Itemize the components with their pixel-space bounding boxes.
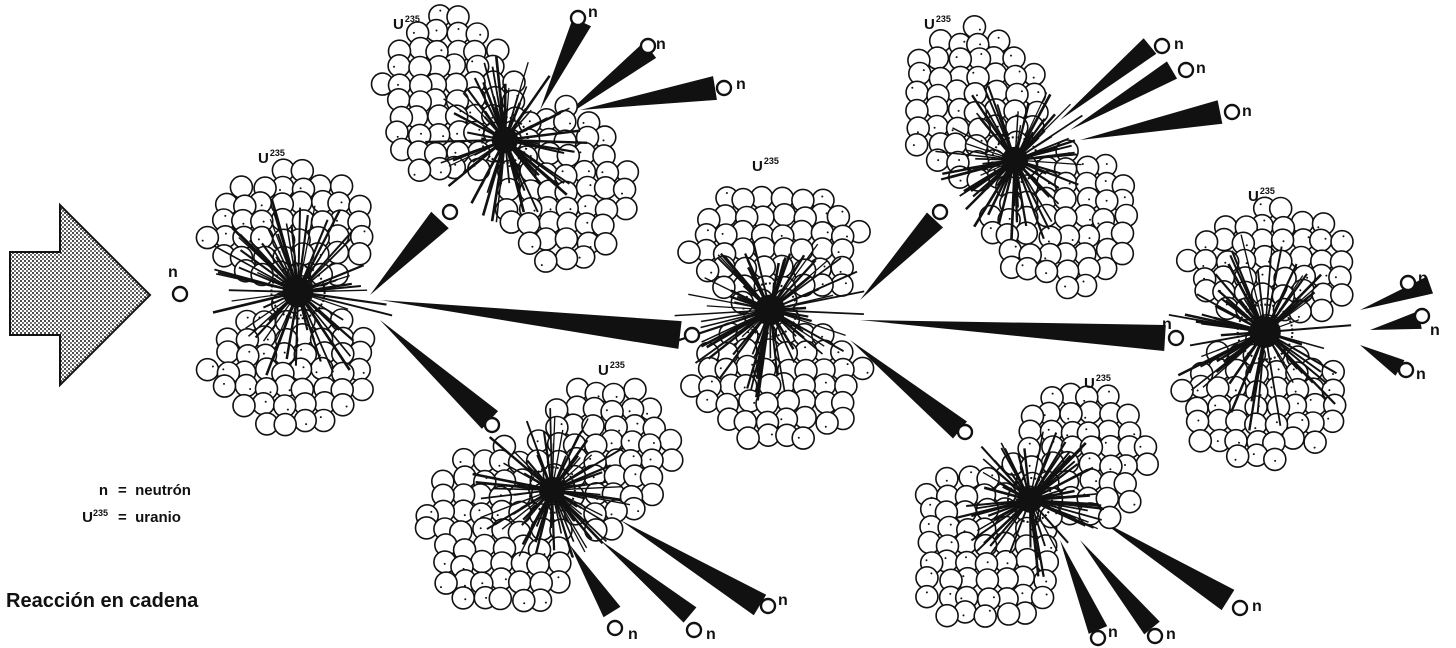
neutron-label-b2: n xyxy=(1196,60,1206,78)
neutron-up-2 xyxy=(933,205,947,219)
legend-neutron-text: neutrón xyxy=(135,482,191,499)
legend-equals: = xyxy=(118,482,127,499)
legend-row-neutron: n = neutrón xyxy=(78,480,191,502)
legend-neutron-symbol: n xyxy=(78,480,108,502)
uranium-label-4: U235 xyxy=(924,14,951,33)
neutron-c2 xyxy=(1415,309,1429,323)
neutron-label-incoming: n xyxy=(168,264,178,282)
neutron-label-d2: n xyxy=(706,626,716,644)
uranium-label-2: U235 xyxy=(258,148,285,167)
neutron-label-e1: n xyxy=(1108,624,1118,642)
neutron-label-a3: n xyxy=(736,76,746,94)
uranium-label-7: U235 xyxy=(1084,373,1111,392)
neutron-label-a2: n xyxy=(656,36,666,54)
neutron-center-in xyxy=(685,328,699,342)
neutron-label-c2: n xyxy=(1430,322,1440,340)
legend-uranium-symbol: U235 xyxy=(78,502,108,529)
trail-d3 xyxy=(620,520,766,615)
trail-main-1 xyxy=(380,300,682,349)
neutron-e1 xyxy=(1091,631,1105,645)
neutron-label-b1: n xyxy=(1174,36,1184,54)
uranium-label-6: U235 xyxy=(598,360,625,379)
neutron-down-2 xyxy=(958,425,972,439)
trail-down-1 xyxy=(380,320,498,429)
legend-equals: = xyxy=(118,509,127,526)
trail-b3 xyxy=(1080,100,1222,140)
neutron-label-c3: n xyxy=(1416,366,1426,384)
neutron-b3 xyxy=(1225,105,1239,119)
neutron-e3 xyxy=(1233,601,1247,615)
neutron-label-c1: n xyxy=(1418,270,1428,288)
nucleus-far-right xyxy=(1169,197,1353,470)
neutron-e2 xyxy=(1148,629,1162,643)
trail-d1 xyxy=(570,545,620,617)
neutron-label-e3: n xyxy=(1252,598,1262,616)
trail-c2 xyxy=(1370,311,1422,330)
trail-main-2 xyxy=(860,320,1166,351)
neutron-b2 xyxy=(1179,63,1193,77)
incoming-arrow xyxy=(10,205,150,385)
uranium-label-5: U235 xyxy=(1248,186,1275,205)
trail-down-2 xyxy=(850,340,967,439)
neutron-d3 xyxy=(761,599,775,613)
neutron-label-a1: n xyxy=(588,4,598,22)
trail-up-1 xyxy=(370,212,449,295)
neutron-c3 xyxy=(1399,363,1413,377)
legend-uranium-text: uranio xyxy=(135,509,181,526)
neutron-label-d1: n xyxy=(628,626,638,644)
trail-up-2 xyxy=(860,212,943,300)
trail-c3 xyxy=(1360,345,1404,376)
uranium-label-3: U235 xyxy=(752,156,779,175)
nucleus-center xyxy=(675,187,874,450)
neutron-c1 xyxy=(1401,276,1415,290)
incoming-arrow-shape xyxy=(10,205,150,385)
neutron-a2 xyxy=(641,39,655,53)
neutron-label-c-in: n xyxy=(1162,316,1172,334)
legend-row-uranium: U235 = uranio xyxy=(78,502,191,529)
neutron-label-e2: n xyxy=(1166,626,1176,644)
neutron-b1 xyxy=(1155,39,1169,53)
nucleus-upper-right xyxy=(906,16,1138,299)
neutron-a3 xyxy=(717,81,731,95)
neutron-d1 xyxy=(608,621,622,635)
neutron-down-1 xyxy=(485,418,499,432)
nucleus-first xyxy=(196,159,392,435)
neutron-label-d3: n xyxy=(778,592,788,610)
uranium-label-1: U235 xyxy=(393,14,420,33)
neutron-up-1 xyxy=(443,205,457,219)
trail-e1 xyxy=(1060,540,1107,634)
diagram-title: Reacción en cadena xyxy=(6,590,198,613)
legend: n = neutrón U235 = uranio xyxy=(78,480,191,529)
neutron-d2 xyxy=(687,623,701,637)
neutron-a1 xyxy=(571,11,585,25)
neutron-label-b3: n xyxy=(1242,103,1252,121)
neutron-incoming xyxy=(173,287,187,301)
nucleus-upper-left xyxy=(372,5,639,272)
